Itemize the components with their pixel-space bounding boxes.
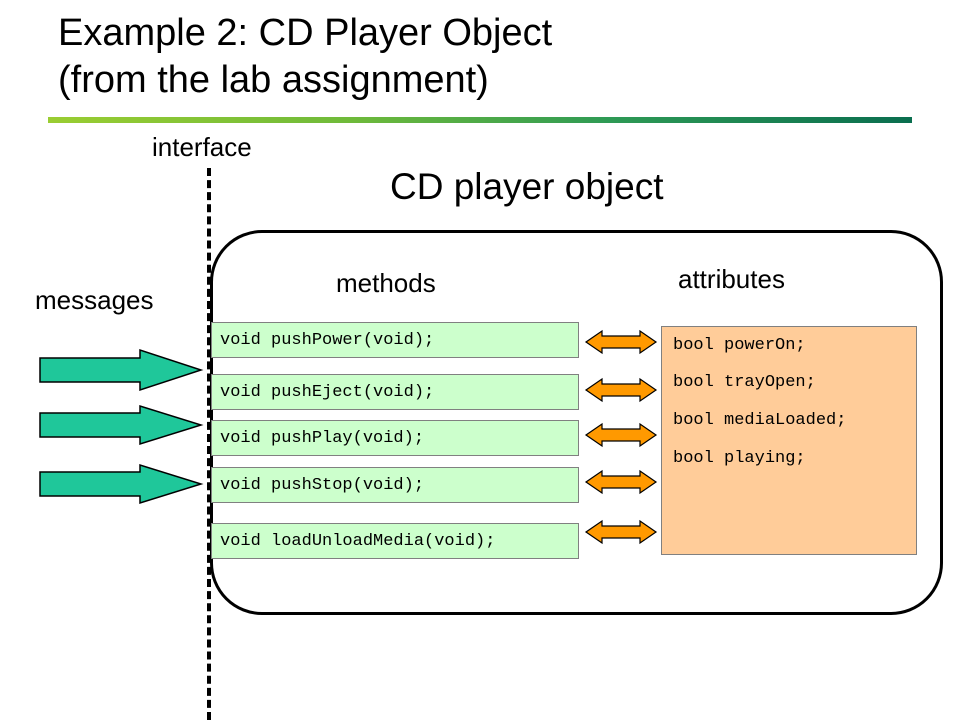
method-push-power: void pushPower(void);	[211, 322, 579, 358]
interface-label: interface	[152, 132, 252, 162]
interface-line	[207, 168, 211, 720]
title-line-2: (from the lab assignment)	[58, 59, 489, 101]
attribute-playing: bool playing;	[673, 449, 806, 468]
method-push-play: void pushPlay(void);	[211, 420, 579, 456]
title-line-1: Example 2: CD Player Object	[58, 12, 553, 54]
link-arrow-1	[584, 329, 658, 355]
method-push-eject: void pushEject(void);	[211, 374, 579, 410]
message-arrow-1	[39, 348, 204, 392]
messages-label: messages	[35, 285, 154, 315]
object-title: CD player object	[390, 166, 664, 207]
attribute-tray-open: bool trayOpen;	[673, 373, 816, 392]
attributes-label: attributes	[678, 264, 785, 294]
attribute-power-on: bool powerOn;	[673, 336, 806, 355]
attributes-box	[661, 326, 917, 555]
message-arrow-3	[39, 463, 204, 505]
link-arrow-4	[584, 469, 658, 495]
method-load-unload-media: void loadUnloadMedia(void);	[211, 523, 579, 559]
link-arrow-5	[584, 519, 658, 545]
method-push-stop: void pushStop(void);	[211, 467, 579, 503]
slide-title: Example 2: CD Player Object (from the la…	[58, 10, 552, 104]
link-arrow-3	[584, 422, 658, 448]
attribute-media-loaded: bool mediaLoaded;	[673, 411, 847, 430]
link-arrow-2	[584, 377, 658, 403]
methods-label: methods	[336, 268, 436, 298]
title-underline	[48, 117, 912, 123]
message-arrow-2	[39, 404, 204, 446]
